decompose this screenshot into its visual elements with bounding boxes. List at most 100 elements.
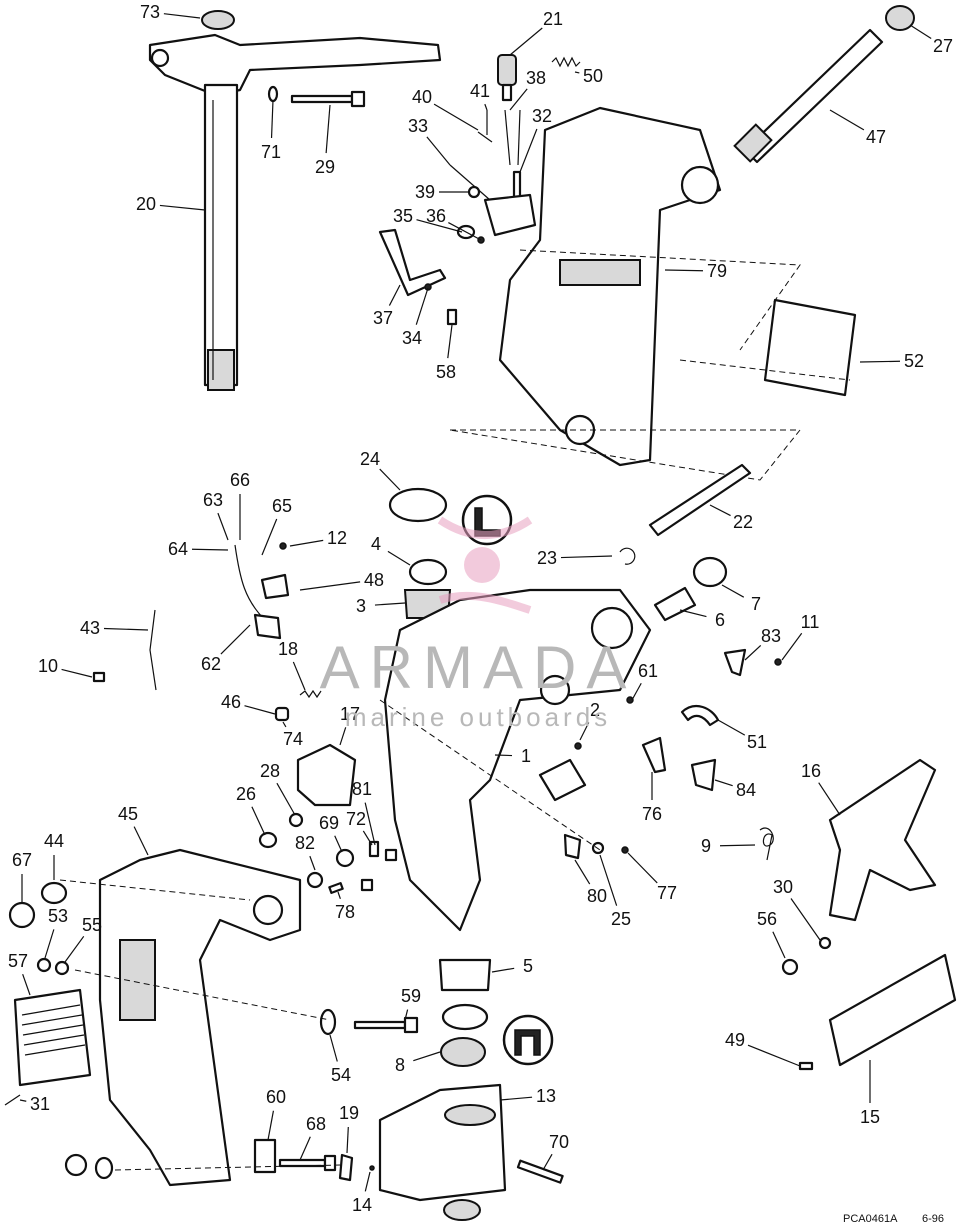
part-bushing-44 bbox=[40, 881, 68, 905]
callout-label-64: 64 bbox=[168, 539, 188, 559]
part-block-17 bbox=[296, 743, 357, 807]
part-cap-73 bbox=[201, 10, 235, 30]
callout-leader-63 bbox=[217, 512, 229, 541]
callout-leader-72 bbox=[362, 830, 373, 846]
callout-leader-3 bbox=[374, 602, 406, 606]
callout-leader-55 bbox=[64, 935, 85, 963]
part-clip-23 bbox=[619, 547, 636, 565]
callout-leader-38 bbox=[509, 88, 528, 111]
callout-label-8: 8 bbox=[395, 1055, 405, 1075]
part-screw-49 bbox=[798, 1061, 814, 1071]
callout-label-72: 72 bbox=[346, 809, 366, 829]
callout-label-11: 11 bbox=[801, 612, 820, 632]
part-plate-57 bbox=[13, 988, 92, 1087]
callout-label-35: 35 bbox=[393, 206, 413, 226]
callout-label-58: 58 bbox=[436, 362, 456, 382]
part-washer-7 bbox=[692, 556, 728, 588]
callout-leader-25 bbox=[599, 854, 618, 906]
part-clamp-51 bbox=[680, 704, 720, 727]
callout-leader-47 bbox=[829, 109, 865, 131]
part-bushing-5 bbox=[438, 958, 492, 992]
callout-label-29: 29 bbox=[315, 157, 335, 177]
callout-label-41: 41 bbox=[470, 81, 490, 101]
callout-leader-26 bbox=[251, 806, 266, 836]
callout-label-2: 2 bbox=[590, 700, 600, 720]
callout-leader-68 bbox=[299, 1136, 311, 1161]
part-bracket-43 bbox=[149, 609, 157, 691]
callout-label-77: 77 bbox=[657, 883, 677, 903]
callout-leader-23 bbox=[560, 555, 613, 559]
part-screw-31 bbox=[4, 1094, 21, 1106]
callout-label-12: 12 bbox=[327, 528, 347, 548]
callout-leader-22 bbox=[709, 504, 731, 517]
callout-leader-77 bbox=[627, 852, 658, 884]
callout-label-25: 25 bbox=[611, 909, 631, 929]
callout-leader-12 bbox=[289, 539, 324, 547]
part-pin-40 bbox=[477, 131, 493, 143]
part-pin-83 bbox=[723, 648, 747, 677]
callout-label-78: 78 bbox=[335, 902, 355, 922]
callout-label-71: 71 bbox=[261, 142, 281, 162]
part-bolt-59-lower bbox=[278, 1154, 337, 1172]
callout-label-43: 43 bbox=[80, 618, 100, 638]
callout-leader-70 bbox=[542, 1153, 553, 1171]
part-knob-21 bbox=[497, 54, 517, 102]
callout-label-20: 20 bbox=[136, 194, 156, 214]
part-nut-10 bbox=[92, 671, 106, 683]
part-bushing-4-upper bbox=[408, 558, 448, 586]
part-pin-22 bbox=[648, 463, 752, 537]
callout-label-27: 27 bbox=[933, 36, 953, 56]
callout-leader-9 bbox=[719, 844, 756, 847]
part-cap-67 bbox=[8, 901, 36, 929]
callout-leader-17 bbox=[339, 727, 347, 746]
callout-label-4: 4 bbox=[371, 534, 381, 554]
callout-leader-31 bbox=[19, 1099, 27, 1102]
callout-label-62: 62 bbox=[201, 654, 221, 674]
part-nut-53-lower bbox=[64, 1153, 88, 1177]
callout-leader-32 bbox=[519, 128, 538, 173]
callout-label-15: 15 bbox=[860, 1107, 880, 1127]
callout-label-49: 49 bbox=[725, 1030, 745, 1050]
part-cam-76-right bbox=[641, 736, 667, 774]
diagram-code: PCA0461A bbox=[843, 1213, 898, 1225]
callout-leader-5 bbox=[491, 967, 515, 973]
watermark-logo bbox=[437, 516, 533, 614]
watermark-tagline: marine outboards bbox=[345, 702, 611, 732]
callout-label-1: 1 bbox=[521, 746, 531, 766]
part-cover-52 bbox=[763, 298, 857, 397]
seal-icon-lower bbox=[502, 1014, 554, 1066]
callout-leader-69 bbox=[334, 835, 343, 853]
callout-label-56: 56 bbox=[757, 909, 777, 929]
callout-leader-14 bbox=[364, 1171, 371, 1192]
callout-leader-60 bbox=[267, 1110, 275, 1141]
callout-leader-80 bbox=[574, 859, 591, 885]
callout-leader-27 bbox=[909, 24, 932, 39]
callout-label-54: 54 bbox=[331, 1065, 351, 1085]
callout-label-18: 18 bbox=[278, 639, 298, 659]
part-washer-71 bbox=[267, 85, 279, 103]
callout-leader-50 bbox=[574, 71, 580, 74]
callout-leader-21 bbox=[509, 27, 543, 56]
callout-label-66: 66 bbox=[230, 470, 250, 490]
callout-label-22: 22 bbox=[733, 512, 753, 532]
callout-leader-48 bbox=[299, 581, 361, 591]
callout-label-57: 57 bbox=[8, 951, 28, 971]
callout-label-39: 39 bbox=[415, 182, 435, 202]
callout-leader-52 bbox=[859, 360, 901, 363]
part-wiring-62 bbox=[234, 542, 290, 640]
callout-leader-34 bbox=[415, 287, 429, 325]
diagram-date: 6-96 bbox=[922, 1213, 944, 1225]
callout-leader-58 bbox=[447, 324, 453, 359]
callout-leader-53 bbox=[44, 929, 55, 959]
part-pad-15 bbox=[828, 953, 957, 1067]
callout-label-46: 46 bbox=[221, 692, 241, 712]
callout-leader-16 bbox=[818, 782, 841, 816]
callout-leader-37 bbox=[388, 284, 401, 306]
callout-label-84: 84 bbox=[736, 780, 756, 800]
guide-lines-lower bbox=[59, 699, 601, 1171]
callout-label-69: 69 bbox=[319, 813, 339, 833]
callout-leader-82 bbox=[309, 855, 316, 871]
part-screw-11 bbox=[774, 658, 782, 666]
callout-leader-83 bbox=[744, 645, 762, 661]
callout-leader-11 bbox=[781, 632, 803, 661]
